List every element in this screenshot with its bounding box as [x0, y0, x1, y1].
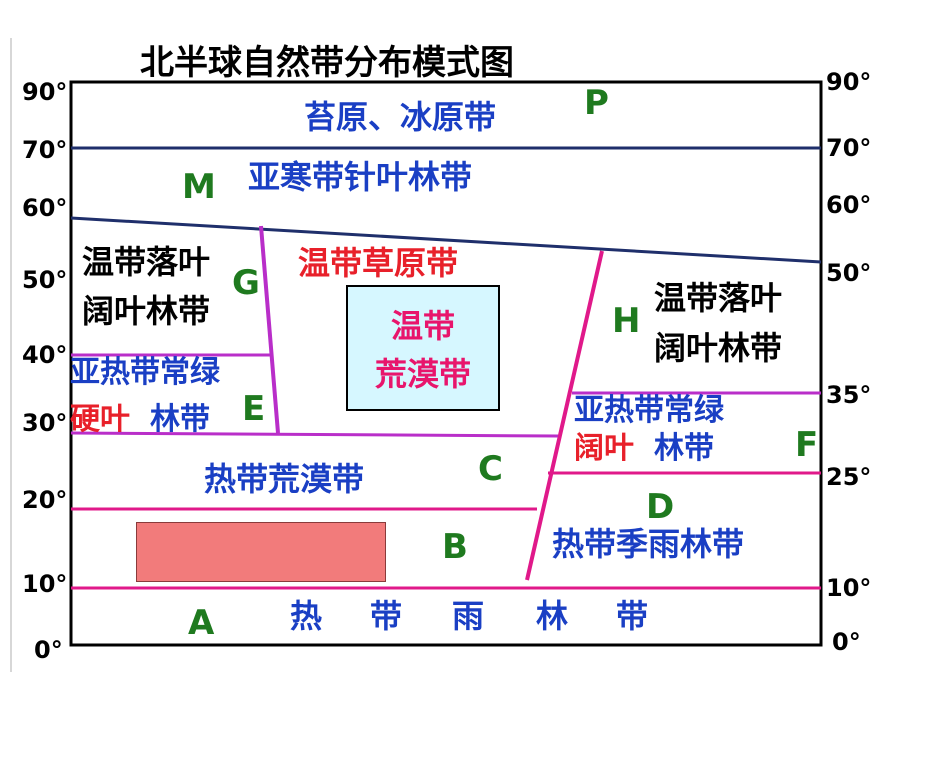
zone-subtropical-evergreen-right-line1: 亚热带常绿	[574, 393, 724, 428]
marker-h: H	[612, 301, 641, 341]
lat-left-90: 90°	[22, 78, 68, 106]
marker-e: E	[242, 389, 266, 429]
boundary-taiga-south	[70, 216, 822, 264]
zone-temperate-deciduous-right-line2: 阔叶林带	[654, 329, 783, 367]
zone-tropical-rainforest-char4: 林	[536, 597, 569, 635]
zone-subtropical-broadleaf-suffix: 林带	[654, 431, 714, 466]
marker-c: C	[478, 449, 503, 489]
zone-tropical-rainforest-char2: 带	[370, 597, 403, 635]
zone-tropical-rainforest-char3: 雨	[452, 597, 485, 635]
marker-b: B	[442, 527, 468, 567]
zone-temperate-desert: 温带 荒漠带	[346, 285, 500, 411]
lat-left-70: 70°	[22, 136, 68, 164]
zone-temperate-desert-line2: 荒漠带	[374, 355, 471, 393]
zone-temperate-deciduous-right-line1: 温带落叶	[654, 279, 783, 317]
marker-m: M	[182, 167, 216, 207]
lat-left-10: 10°	[22, 570, 68, 598]
lat-right-60: 60°	[826, 191, 872, 219]
boundary-30	[70, 431, 559, 438]
marker-f: F	[795, 425, 819, 465]
zone-subtropical-hardleaf-suffix: 林带	[150, 402, 210, 437]
marker-d: D	[646, 487, 675, 527]
zone-tropical-rainforest-char1: 热	[290, 597, 323, 635]
zone-taiga: 亚寒带针叶林带	[248, 158, 473, 196]
zone-tropical-rainforest-char5: 带	[616, 597, 649, 635]
lat-right-90: 90°	[826, 68, 872, 96]
zone-tundra: 苔原、冰原带	[304, 98, 497, 136]
diagram-title: 北半球自然带分布模式图	[140, 43, 514, 83]
lat-right-50: 50°	[826, 259, 872, 287]
lat-left-50: 50°	[22, 266, 68, 294]
boundary-line-g	[259, 225, 280, 434]
zone-subtropical-broadleaf-prefix: 阔叶	[574, 431, 634, 466]
lat-left-40: 40°	[22, 341, 68, 369]
zone-temperate-deciduous-left-line1: 温带落叶	[82, 243, 211, 281]
marker-p: P	[584, 83, 609, 123]
zone-temperate-grassland: 温带草原带	[298, 244, 459, 282]
zone-tropical-monsoon: 热带季雨林带	[552, 525, 745, 563]
marker-g: G	[232, 263, 260, 303]
lat-right-10: 10°	[826, 574, 872, 602]
zone-subtropical-hardleaf-prefix: 硬叶	[70, 402, 130, 437]
zone-temperate-deciduous-left-line2: 阔叶林带	[82, 292, 211, 330]
lat-right-25: 25°	[826, 463, 872, 491]
lat-left-30: 30°	[22, 409, 68, 437]
zone-subtropical-evergreen-left-line1: 亚热带常绿	[70, 355, 220, 390]
lat-right-0: 0°	[832, 628, 861, 656]
lat-left-0: 0°	[34, 636, 63, 664]
lat-left-60: 60°	[22, 194, 68, 222]
lat-left-20: 20°	[22, 486, 68, 514]
boundary-line-h	[525, 250, 604, 581]
lat-right-70: 70°	[826, 134, 872, 162]
lat-right-35: 35°	[826, 381, 872, 409]
marker-a: A	[188, 603, 215, 643]
diagram-frame	[69, 80, 823, 647]
zone-tropical-desert: 热带荒漠带	[204, 460, 365, 498]
highlight-rectangle	[136, 522, 386, 582]
zone-temperate-desert-line1: 温带	[390, 307, 455, 345]
